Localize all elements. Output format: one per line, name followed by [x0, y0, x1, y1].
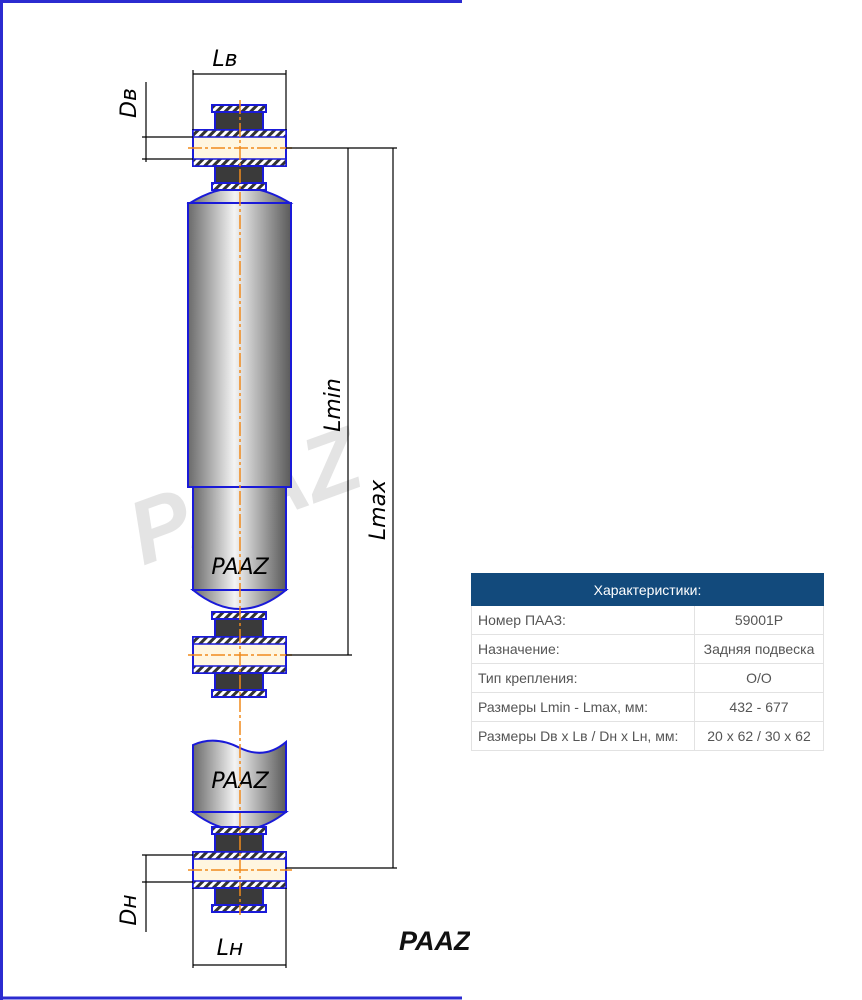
row-value: O/O — [694, 663, 824, 693]
row-value: 59001P — [694, 605, 824, 635]
row-value: 20 x 62 / 30 x 62 — [694, 721, 824, 751]
row-value: Задняя подвеска — [694, 634, 824, 664]
row-label: Номер ПААЗ: — [471, 605, 695, 635]
row-value: 432 - 677 — [694, 692, 824, 722]
table-row: Назначение:Задняя подвеска — [471, 634, 824, 664]
table-row: Тип крепления:O/O — [471, 663, 824, 693]
row-label: Тип крепления: — [471, 663, 695, 693]
row-label: Размеры Lmin - Lmax, мм: — [471, 692, 695, 722]
table-row: Размеры Lmin - Lmax, мм:432 - 677 — [471, 692, 824, 722]
row-label: Размеры Dв x Lв / Dн x Lн, мм: — [471, 721, 695, 751]
dim-ln-label: Lн — [217, 936, 244, 961]
dim-lmax-label: Lmax — [366, 479, 391, 540]
shock-absorber-drawing: PAAZ PAAZ PAAZ Lв Dв Lmin Lmax Dн Lн PAA… — [0, 0, 470, 1000]
table-row: Размеры Dв x Lв / Dн x Lн, мм:20 x 62 / … — [471, 721, 824, 751]
dim-lmin-label: Lmin — [321, 378, 346, 432]
specs-table: Характеристики: Номер ПААЗ:59001P Назнач… — [471, 573, 824, 751]
row-label: Назначение: — [471, 634, 695, 664]
dim-dn-label: Dн — [117, 894, 142, 925]
paaz-logo: PAAZ — [399, 926, 470, 956]
table-row: Номер ПААЗ:59001P — [471, 605, 824, 635]
dim-dv-label: Dв — [117, 88, 142, 118]
specs-title: Характеристики: — [471, 573, 824, 606]
dim-lv-label: Lв — [212, 47, 237, 72]
